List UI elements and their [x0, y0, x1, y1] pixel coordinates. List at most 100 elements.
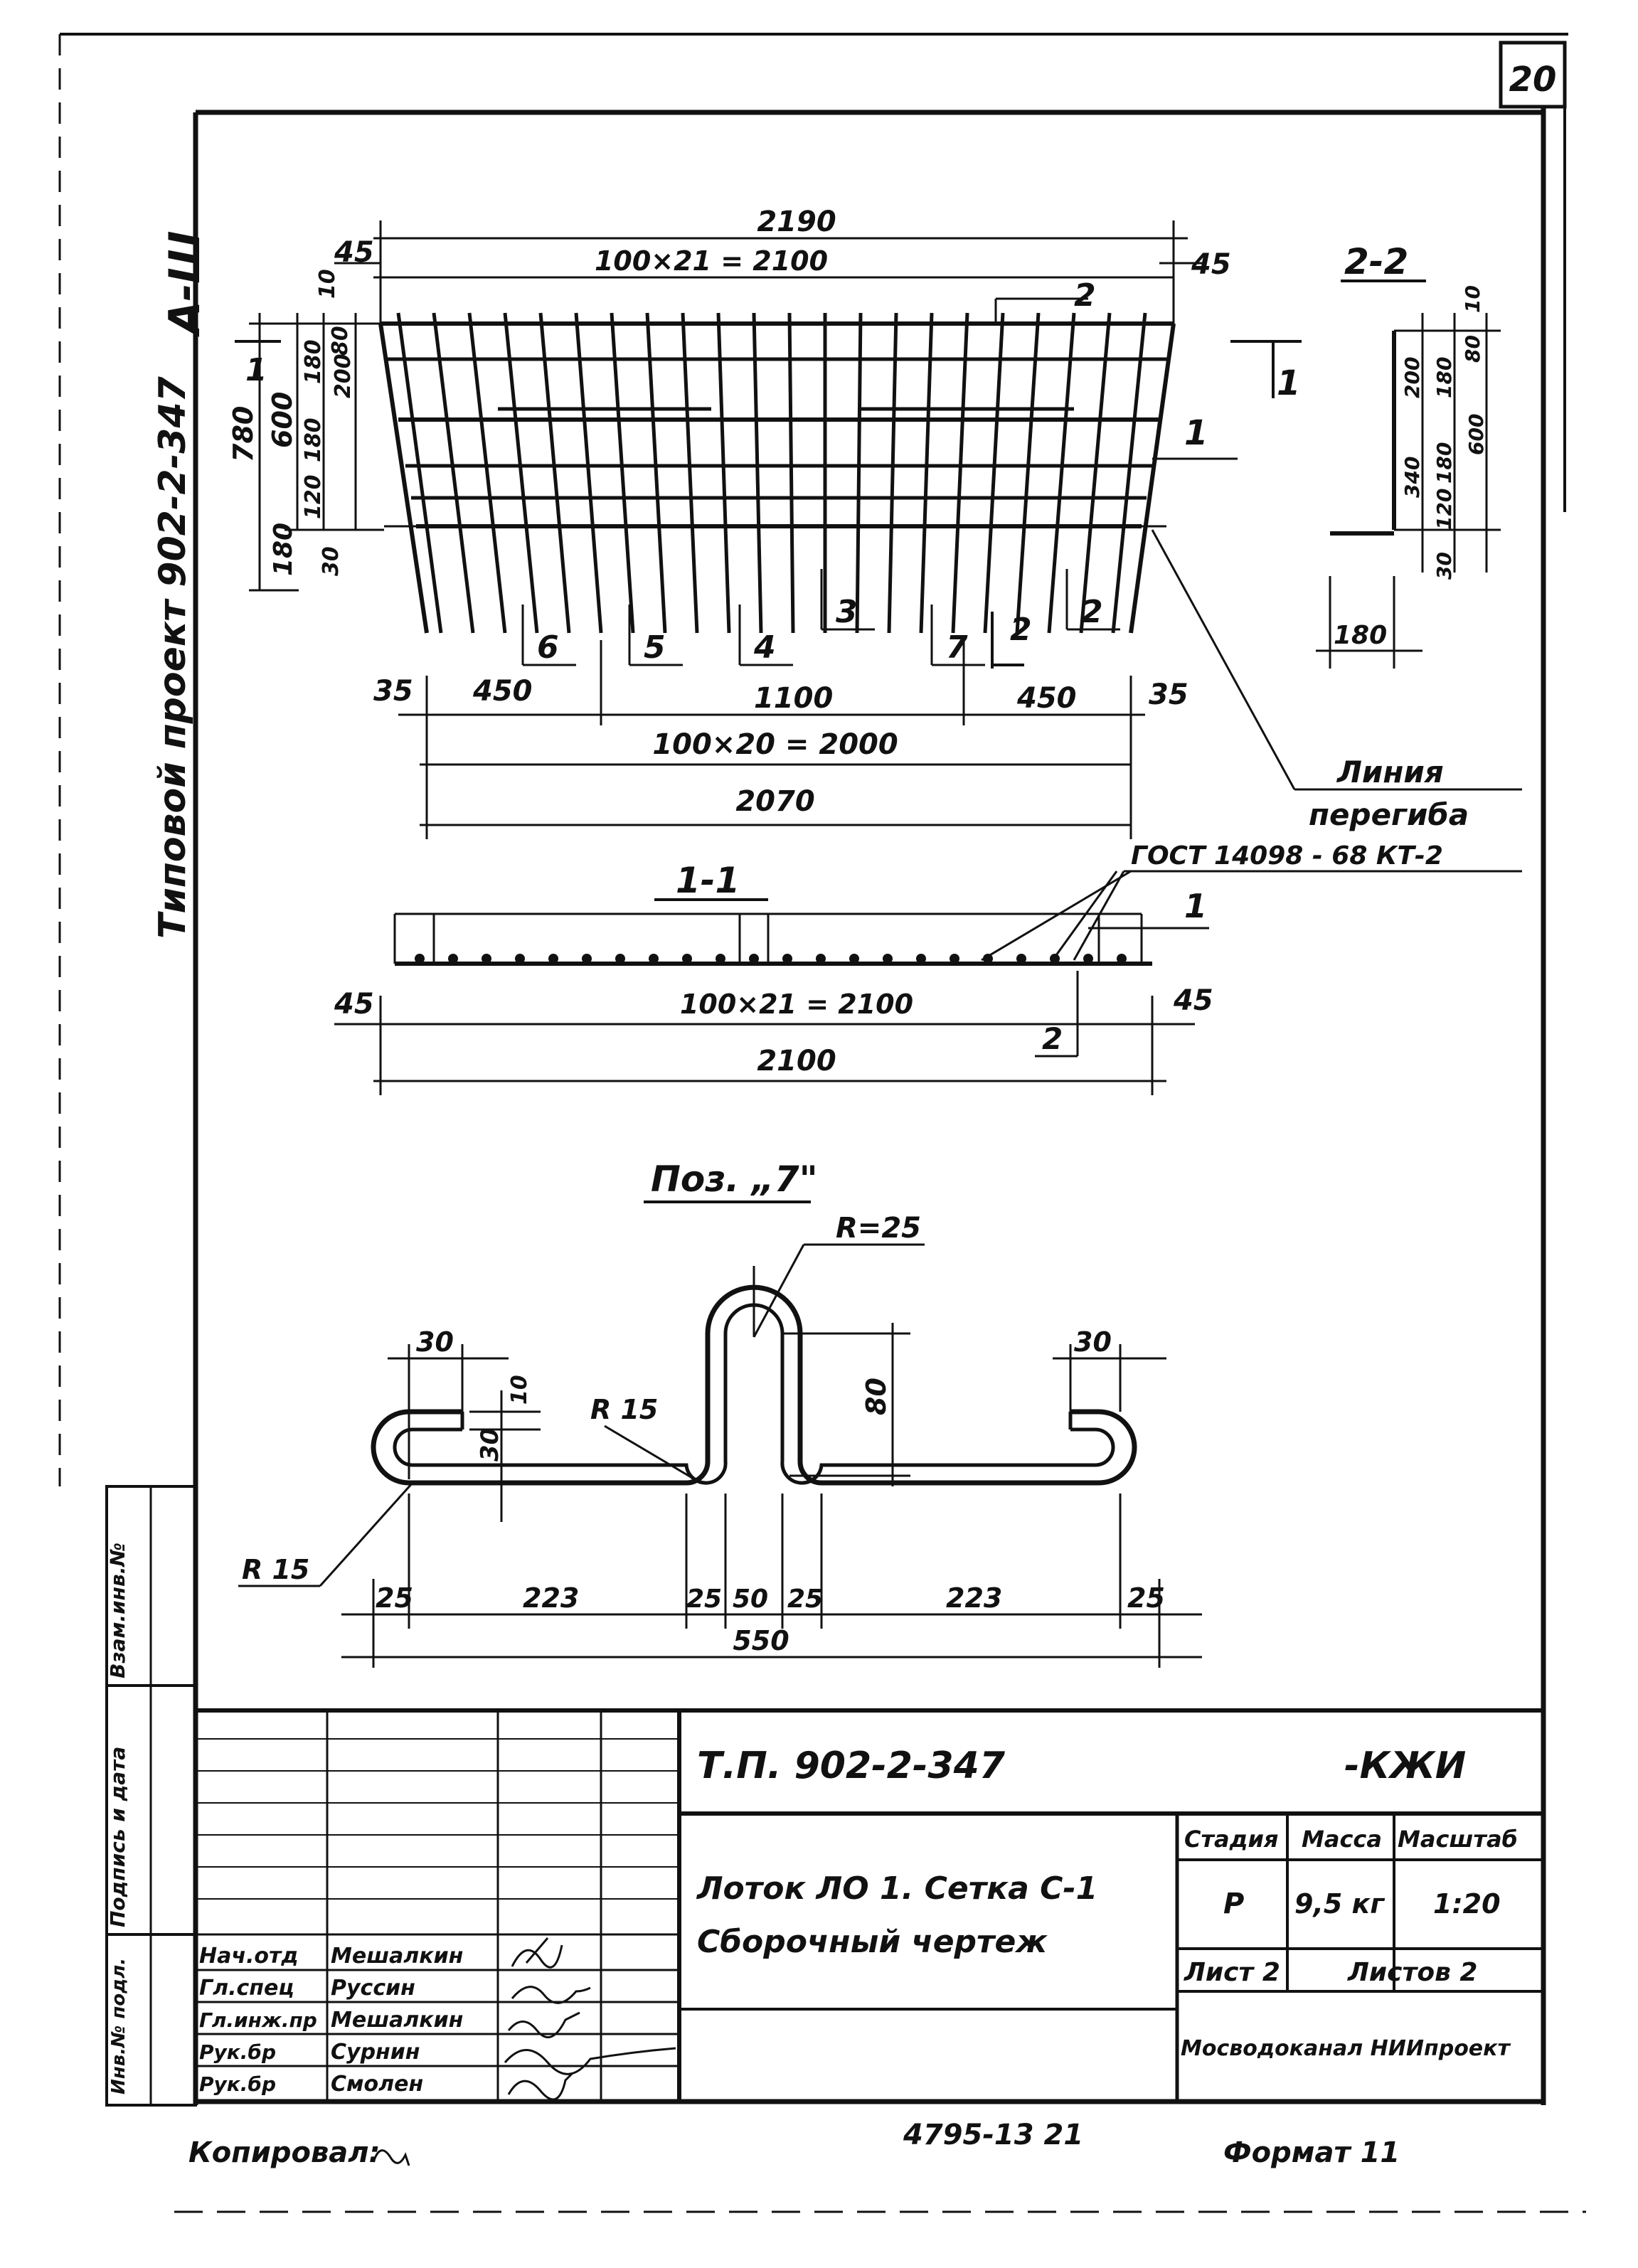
sheet-frame	[58, 33, 1568, 2107]
cross-bar	[681, 312, 699, 634]
cross-bar	[574, 312, 603, 634]
bar-dot	[649, 954, 659, 964]
pos7-r15-right: R 15	[590, 1394, 658, 1425]
cross-bar	[1079, 312, 1112, 634]
cross-bar	[752, 312, 763, 634]
section-2-2	[1316, 279, 1501, 669]
bar-dot	[1083, 954, 1093, 964]
dim-left-45: 45	[334, 236, 374, 269]
person-role-5: Рук.бр	[199, 2072, 276, 2096]
dim-bottom-35-right: 35	[1149, 678, 1188, 711]
pos7-bottom-50: 50	[733, 1585, 768, 1614]
inventory-number: 4795-13 21	[903, 2119, 1083, 2151]
cross-bar	[432, 312, 475, 634]
pos7-bottom-25a: 25	[376, 1582, 413, 1614]
cross-bar	[855, 312, 863, 634]
section-2-2-dim-30: 30	[1432, 552, 1456, 580]
bar-dot	[950, 954, 959, 964]
section-1-1-total: 2100	[757, 1045, 836, 1077]
cross-bars	[396, 312, 1147, 634]
organization: Мосводоканал НИИпроект	[1181, 2036, 1511, 2061]
dim-v-180b: 180	[301, 417, 326, 462]
bar-dot	[615, 954, 625, 964]
pos7-bottom-25b: 25	[686, 1585, 722, 1614]
bar-dot	[849, 954, 859, 964]
person-name-3: Мешалкин	[331, 2008, 463, 2033]
bar-dot	[682, 954, 692, 964]
sheet-count: Листов 2	[1347, 1958, 1477, 1987]
person-name-1: Мешалкин	[331, 1944, 463, 1969]
person-name-2: Руссин	[331, 1976, 415, 2001]
person-role-1: Нач.отд	[199, 1944, 299, 1969]
person-role-2: Гл.спец	[199, 1976, 294, 2001]
dim-v-30: 30	[319, 546, 344, 576]
dim-v-10: 10	[315, 269, 340, 299]
dim-v-200: 200	[331, 353, 356, 398]
section-2-2-title: 2-2	[1344, 241, 1408, 282]
dim-v-180a: 180	[301, 339, 326, 384]
pos7-dim-80: 80	[861, 1378, 892, 1415]
bar-dot	[415, 954, 425, 964]
side-mark: А-Ш	[160, 231, 210, 337]
section-1-1-bars	[415, 954, 1127, 964]
dim-v-80: 80	[328, 326, 353, 356]
drawing-name-line-1: Лоток ЛО 1. Сетка С-1	[696, 1870, 1097, 1907]
pos7-dim-30-left: 30	[416, 1326, 454, 1358]
stage-value: Р	[1223, 1888, 1244, 1920]
position-label: 5	[644, 629, 666, 666]
bar-dot	[782, 954, 792, 964]
pos7-dim-30-vert: 30	[476, 1428, 504, 1462]
section-mark-2-right: 2	[1010, 612, 1032, 648]
dim-h-600: 600	[267, 392, 298, 448]
cross-bar	[983, 312, 1005, 634]
cross-bar	[951, 312, 969, 634]
section-2-2-dim-180b: 180	[1432, 442, 1456, 484]
position-label: 7	[946, 629, 968, 666]
section-mark-1-right: 1	[1277, 363, 1300, 403]
bar-dot	[582, 954, 592, 964]
dim-total-top: 2190	[757, 206, 836, 238]
sheet-number: 20	[1509, 60, 1557, 100]
bar-dot	[1117, 954, 1127, 964]
cross-bar	[503, 312, 539, 634]
dim-step-bottom: 100×20 = 2000	[652, 728, 898, 761]
bar-dot	[515, 954, 525, 964]
bar-dot	[816, 954, 826, 964]
section-1-1-right-45: 45	[1173, 984, 1213, 1017]
plan-dimensions	[235, 220, 1522, 839]
cross-bar	[610, 312, 635, 634]
side-inv-label: Инв.№ подл.	[108, 1958, 129, 2094]
pos7-total: 550	[733, 1625, 789, 1656]
pos7-r15-left: R 15	[242, 1554, 309, 1585]
dim-v-120: 120	[301, 474, 326, 519]
dim-right-45: 45	[1191, 248, 1231, 281]
dim-h-780: 780	[228, 406, 259, 462]
person-role-3: Гл.инж.пр	[199, 2008, 317, 2032]
sheet-index: Лист 2	[1184, 1958, 1280, 1987]
pos7-r25: R=25	[836, 1212, 921, 1245]
section-1-1-gost: ГОСТ 14098 - 68 КТ-2	[1131, 841, 1443, 871]
dim-bottom-35-left: 35	[373, 675, 413, 708]
position-1-label: 1	[1184, 413, 1208, 453]
copier-signature	[372, 2149, 410, 2166]
bar-dot	[883, 954, 893, 964]
person-role-4: Рук.бр	[199, 2040, 276, 2064]
pos7-dim-10: 10	[507, 1375, 532, 1405]
bar-dot	[749, 954, 759, 964]
section-2-2-dim-200: 200	[1400, 357, 1424, 398]
position-label: 2	[1081, 594, 1103, 630]
bar-dot	[983, 954, 993, 964]
bar-dot	[1050, 954, 1060, 964]
paper-format: Формат 11	[1223, 2136, 1400, 2169]
bar-dot	[916, 954, 926, 964]
cross-bar	[467, 312, 507, 634]
section-2-2-dim-10: 10	[1461, 285, 1484, 313]
stage-header: Стадия	[1184, 1826, 1278, 1853]
bend-line-label-2: перегиба	[1309, 797, 1469, 832]
position-label: 3	[836, 594, 858, 630]
section-1-1-pos2: 2	[1042, 1021, 1063, 1056]
dim-total-bottom: 2070	[735, 785, 814, 818]
mass-header: Масса	[1302, 1826, 1382, 1853]
